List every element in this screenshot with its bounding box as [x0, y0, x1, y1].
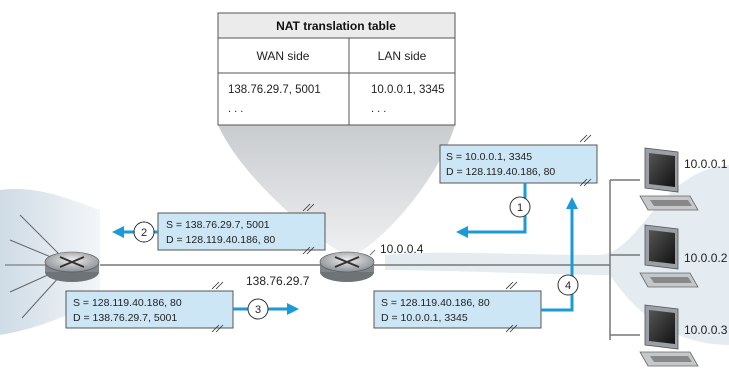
table-row1-wan: 138.76.29.7, 5001 [228, 84, 321, 96]
host-computer-icon [639, 147, 699, 211]
router-lan-ip: 10.0.0.4 [380, 242, 424, 256]
packet-2-dest: D = 128.119.40.186, 80 [166, 234, 275, 246]
packet-4: S = 128.119.40.186, 80 D = 10.0.0.1, 334… [373, 281, 542, 333]
step-1-badge: 1 [509, 196, 531, 218]
lan-side-header: LAN side [378, 49, 427, 63]
nat-router-icon [319, 251, 375, 282]
internet-router-icon [44, 251, 100, 282]
step-2-badge: 2 [133, 221, 155, 243]
packet-3-source: S = 128.119.40.186, 80 [73, 297, 182, 309]
nat-translation-table: NAT translation table WAN side LAN side … [217, 12, 456, 126]
arrow-4 [541, 197, 578, 312]
packet-3-dest: D = 138.76.29.7, 5001 [73, 312, 177, 324]
table-row1-lan: 10.0.0.1, 3345 [371, 84, 445, 96]
host-computer-icon [639, 304, 699, 367]
packet-2-source: S = 138.76.29.7, 5001 [166, 219, 270, 231]
packet-3: S = 128.119.40.186, 80 D = 138.76.29.7, … [65, 281, 234, 333]
step-3-badge: 3 [247, 298, 269, 320]
router-wan-ip: 138.76.29.7 [246, 274, 310, 288]
svg-text:2: 2 [141, 227, 147, 239]
packet-1: S = 10.0.0.1, 3345 D = 128.119.40.186, 8… [439, 134, 598, 187]
packet-1-source: S = 10.0.0.1, 3345 [446, 151, 532, 163]
host-ip-3: 10.0.0.3 [684, 323, 728, 337]
step-4-badge: 4 [557, 274, 579, 296]
table-title: NAT translation table [276, 19, 396, 33]
packet-4-source: S = 128.119.40.186, 80 [381, 297, 490, 309]
host-ip-2: 10.0.0.2 [684, 251, 728, 265]
packet-4-dest: D = 10.0.0.1, 3345 [381, 312, 468, 324]
table-cone [218, 125, 455, 255]
packet-2: S = 138.76.29.7, 5001 D = 128.119.40.186… [157, 203, 326, 255]
packet-1-dest: D = 128.119.40.186, 80 [446, 166, 555, 178]
svg-text:1: 1 [517, 202, 523, 214]
lan-ip-leader [369, 249, 376, 256]
host-ip-1: 10.0.0.1 [684, 157, 728, 171]
host-computer-icon [639, 224, 699, 288]
table-row2-wan: . . . [228, 103, 243, 115]
table-row2-lan: . . . [371, 103, 386, 115]
wan-side-header: WAN side [257, 49, 310, 63]
svg-text:4: 4 [565, 280, 571, 292]
svg-text:3: 3 [255, 304, 261, 316]
lan-shade [385, 165, 729, 345]
